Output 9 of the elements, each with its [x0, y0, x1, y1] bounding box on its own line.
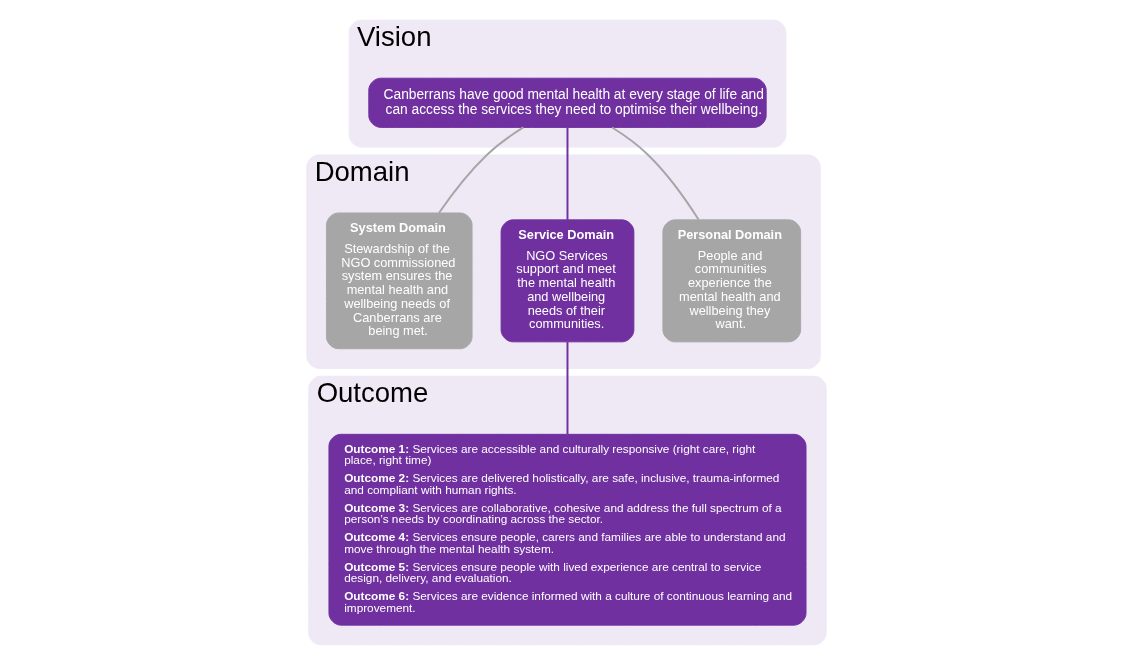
node-box: Canberrans have good mental health at every stage of life and can access the services they need to optimise their wellbeing.: [367, 77, 767, 128]
connector: [566, 340, 568, 436]
connector: [566, 126, 568, 221]
node-box: Service Domain NGO Services support and meet the mental health and wellbeing needs of their communities.: [500, 219, 634, 343]
node-box: Personal Domain People and communities experience the mental health and wellbeing they want.: [661, 219, 801, 343]
connector: [610, 126, 700, 221]
node-box: System Domain Stewardship of the NGO commissioned system ensures the mental health and wellbeing needs of Canberrans are being met.: [325, 212, 473, 350]
node-box: Outcome 1: Services are accessible and culturally responsive (right care, right place, right time) Outcome 2: Services are delivered holistically, are safe, inclusive, trauma-informed and compliant with human rights. Outcome 3: Services are collaborative, cohesive and address the full spectrum of a person’s needs by coordinating across the sector. Outcome 4: Services ensure people, carers and families are able to understand and move through the mental health system. Outcome 5: Services ensure people with lived experience are central to service design, delivery, and evaluation. Outcome 6: Services are evidence informed with a culture of continuous learning and improvement.: [327, 433, 806, 626]
connector: [437, 126, 524, 214]
